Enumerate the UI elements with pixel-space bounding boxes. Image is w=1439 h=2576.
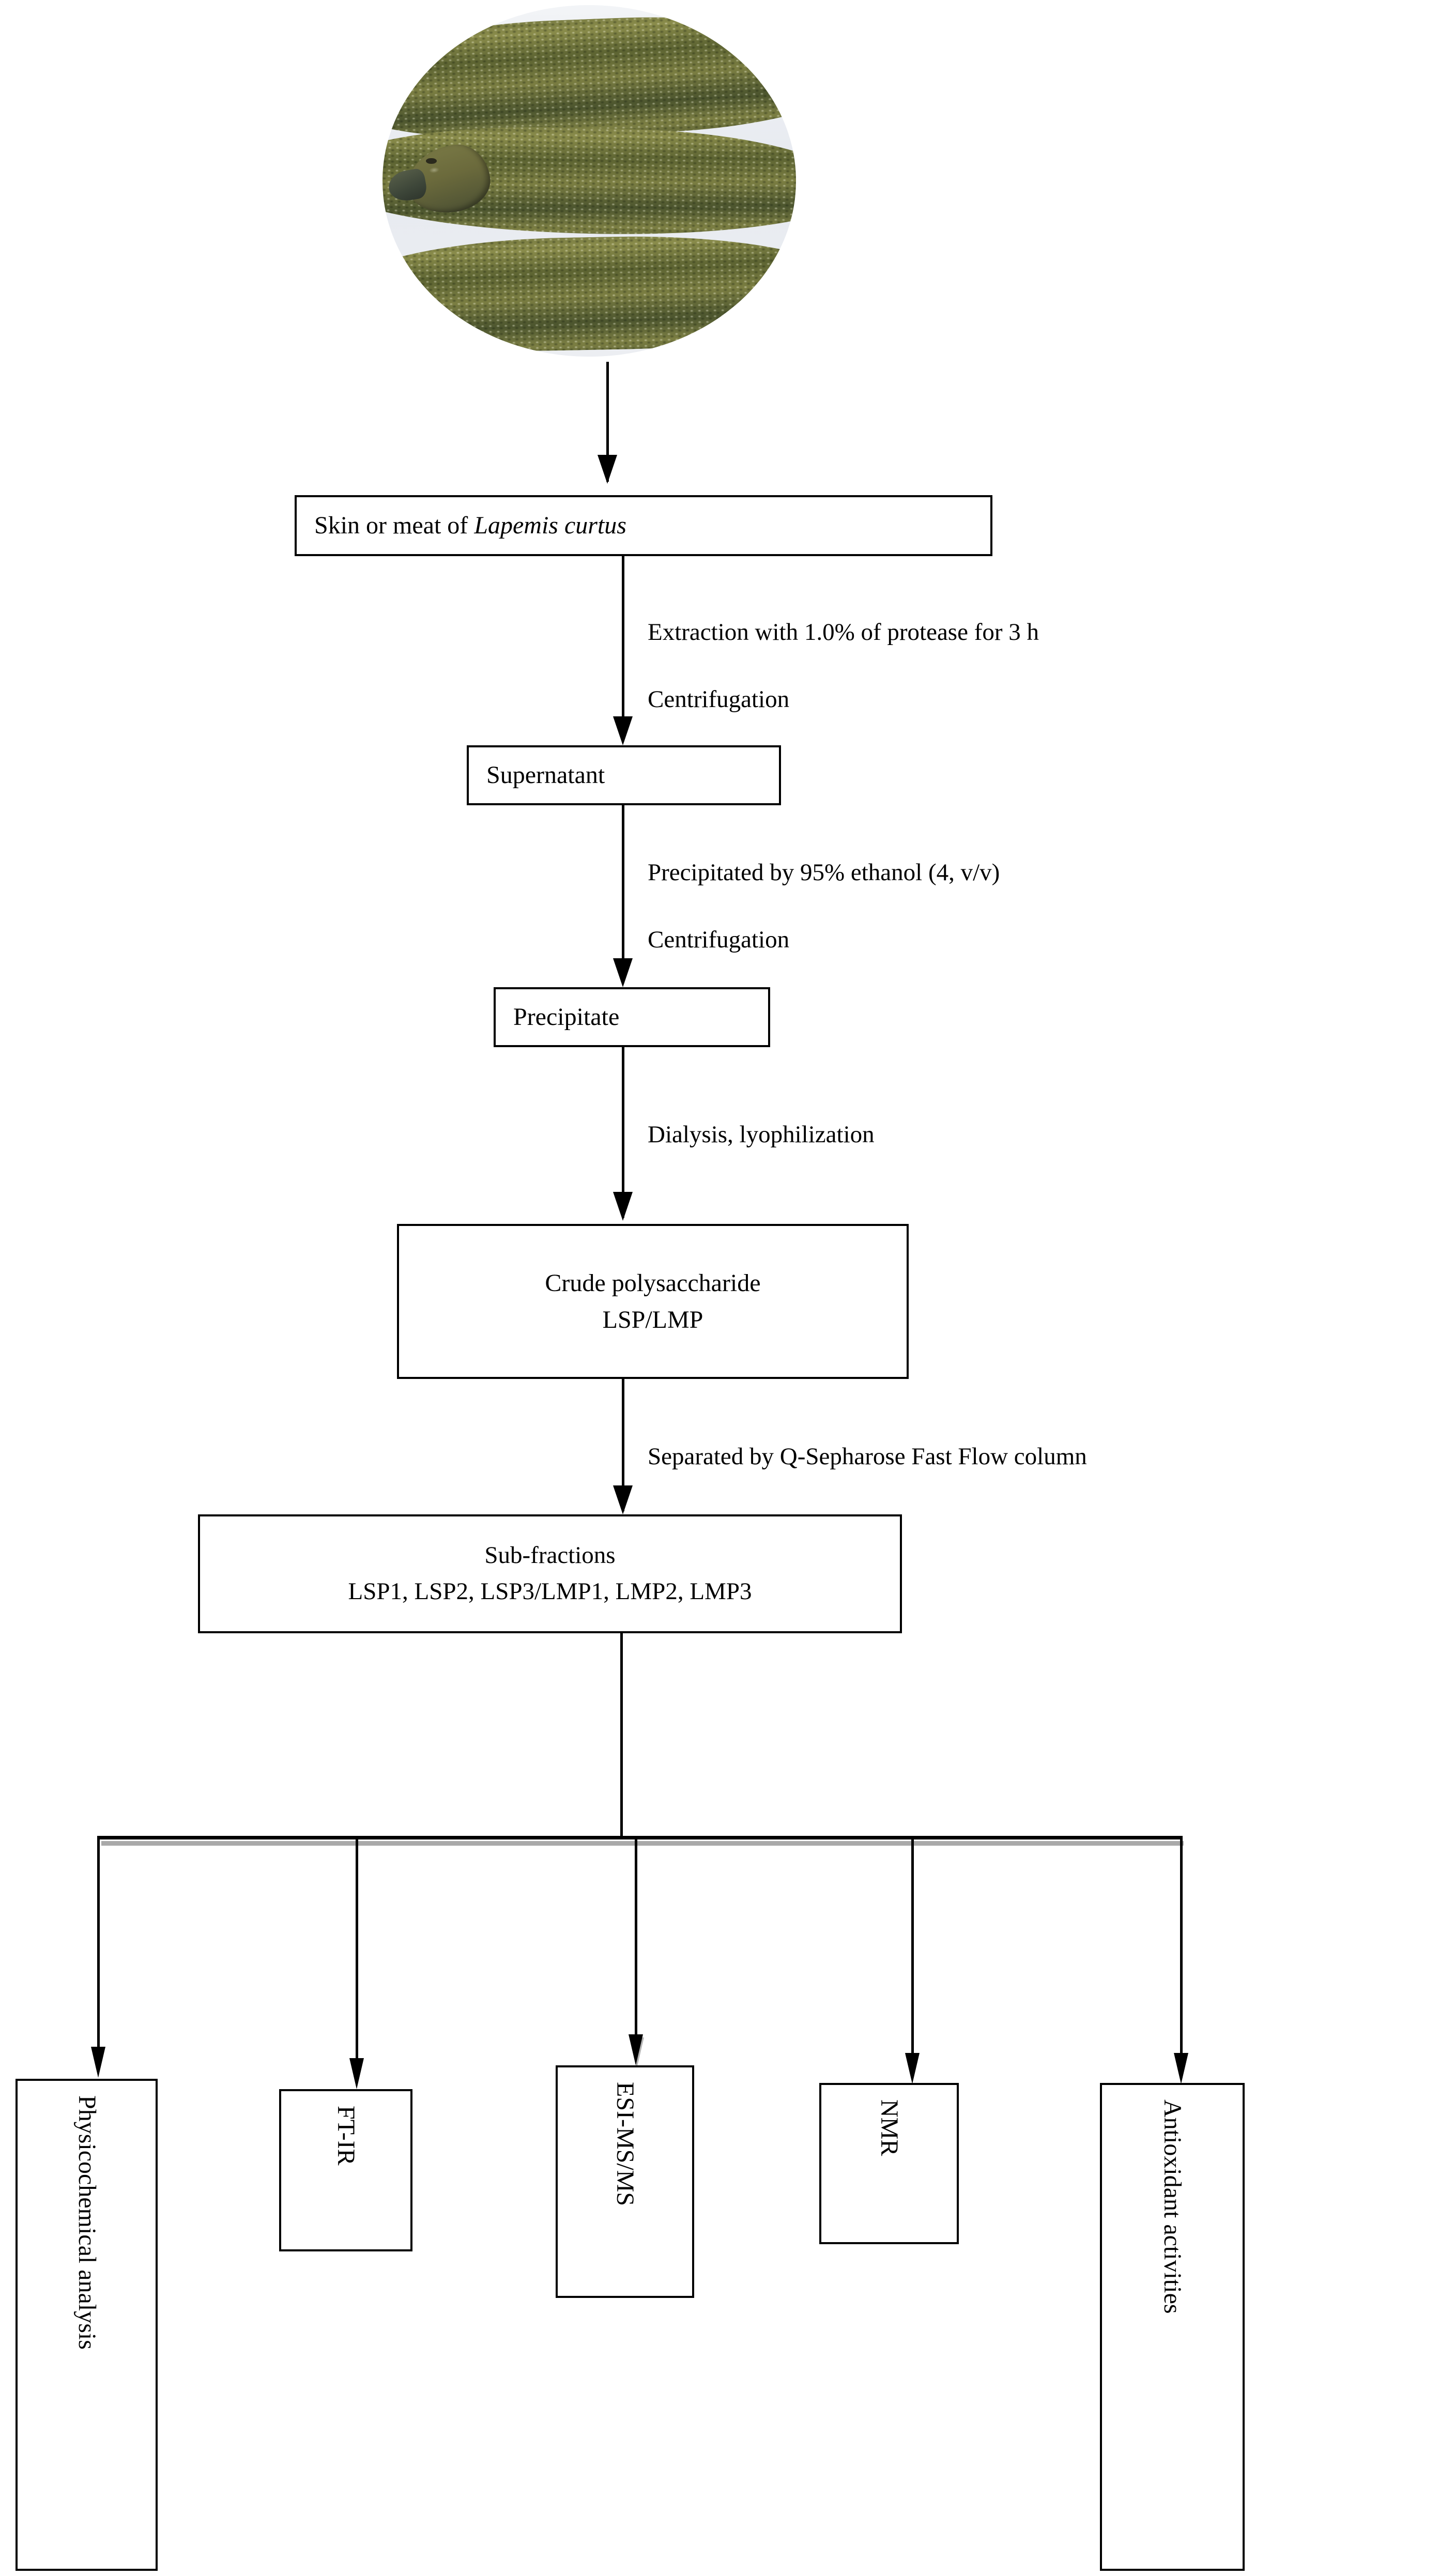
assay-box-physicochemical-analysis[interactable]: Physicochemical analysis — [16, 2079, 158, 2571]
arrowhead-precipitate-to-crude — [613, 1192, 633, 1221]
connector-photo-to-source — [606, 362, 609, 482]
assay-label-esi-ms-ms: ESI-MS/MS — [611, 2082, 639, 2206]
branch-leg-nmr — [911, 1836, 914, 2077]
arrowhead-antioxidant — [1174, 2053, 1188, 2084]
node-source-line1: Skin or meat of — [314, 512, 474, 540]
assay-label-antioxidant-activities: Antioxidant activities — [1159, 2099, 1186, 2314]
assay-label-physicochemical-analysis: Physicochemical analysis — [73, 2095, 101, 2350]
assay-box-antioxidant-activities[interactable]: Antioxidant activities — [1100, 2083, 1245, 2571]
assay-label-nmr: NMR — [876, 2099, 903, 2156]
edge-label-centrifugation-1: Centrifugation — [648, 686, 790, 713]
branch-leg-esims — [635, 1836, 637, 2047]
connector-crude-to-subfractions — [622, 1379, 624, 1511]
node-subfractions-line1: Sub-fractions — [484, 1542, 616, 1569]
node-source-species: Lapemis curtus — [474, 512, 626, 540]
node-crude-text: Crude polysaccharide LSP/LMP — [399, 1265, 907, 1338]
sea-snake-photo — [382, 5, 796, 357]
assay-label-ft-ir: FT-IR — [332, 2106, 360, 2166]
arrowhead-crude-to-subfractions — [613, 1485, 633, 1514]
node-supernatant[interactable]: Supernatant — [467, 745, 781, 805]
branch-bus — [98, 1836, 1183, 1839]
edge-label-extraction: Extraction with 1.0% of protease for 3 h — [648, 619, 1039, 646]
edge-label-centrifugation-2: Centrifugation — [648, 926, 790, 953]
branch-leg-ftir — [356, 1836, 358, 2082]
branch-leg-physicochemical — [97, 1836, 100, 2069]
arrowhead-photo-to-source — [598, 455, 617, 484]
connector-subfractions-to-bus — [620, 1633, 623, 1839]
branch-leg-antioxidant — [1180, 1836, 1183, 2078]
node-crude-line2: LSP/LMP — [602, 1306, 703, 1333]
node-supernatant-label: Supernatant — [486, 761, 605, 789]
node-crude-polysaccharide[interactable]: Crude polysaccharide LSP/LMP — [397, 1224, 909, 1379]
assay-box-ft-ir[interactable]: FT-IR — [279, 2089, 412, 2251]
node-precipitate-label: Precipitate — [513, 1003, 620, 1031]
arrowhead-source-to-supernatant — [613, 716, 633, 745]
node-subfractions[interactable]: Sub-fractions LSP1, LSP2, LSP3/LMP1, LMP… — [198, 1514, 902, 1633]
node-subfractions-text: Sub-fractions LSP1, LSP2, LSP3/LMP1, LMP… — [200, 1538, 900, 1609]
snake-eye — [426, 158, 437, 164]
node-crude-line1: Crude polysaccharide — [545, 1269, 761, 1297]
assay-box-esi-ms-ms[interactable]: ESI-MS/MS — [556, 2065, 694, 2298]
edge-label-precipitation: Precipitated by 95% ethanol (4, v/v) — [648, 859, 1000, 886]
arrowhead-physicochemical — [91, 2047, 105, 2078]
arrowhead-ftir — [349, 2058, 364, 2089]
node-precipitate[interactable]: Precipitate — [494, 987, 770, 1047]
connector-precipitate-to-crude — [622, 1047, 624, 1218]
arrowhead-supernatant-to-precipitate — [613, 958, 633, 987]
arrowhead-nmr — [905, 2053, 920, 2084]
branch-bus-shadow — [101, 1841, 1184, 1846]
connector-supernatant-to-precipitate — [622, 805, 624, 983]
node-source[interactable]: Skin or meat of Lapemis curtus — [295, 495, 992, 556]
assay-box-nmr[interactable]: NMR — [819, 2083, 959, 2244]
arrowhead-esims — [629, 2034, 643, 2065]
node-source-text: Skin or meat of Lapemis curtus — [297, 507, 990, 544]
connector-source-to-supernatant — [622, 556, 624, 741]
snake-coil-bottom — [382, 232, 796, 355]
node-subfractions-line2: LSP1, LSP2, LSP3/LMP1, LMP2, LMP3 — [348, 1578, 752, 1605]
edge-label-dialysis: Dialysis, lyophilization — [648, 1121, 875, 1148]
edge-label-separation: Separated by Q-Sepharose Fast Flow colum… — [648, 1443, 1087, 1470]
